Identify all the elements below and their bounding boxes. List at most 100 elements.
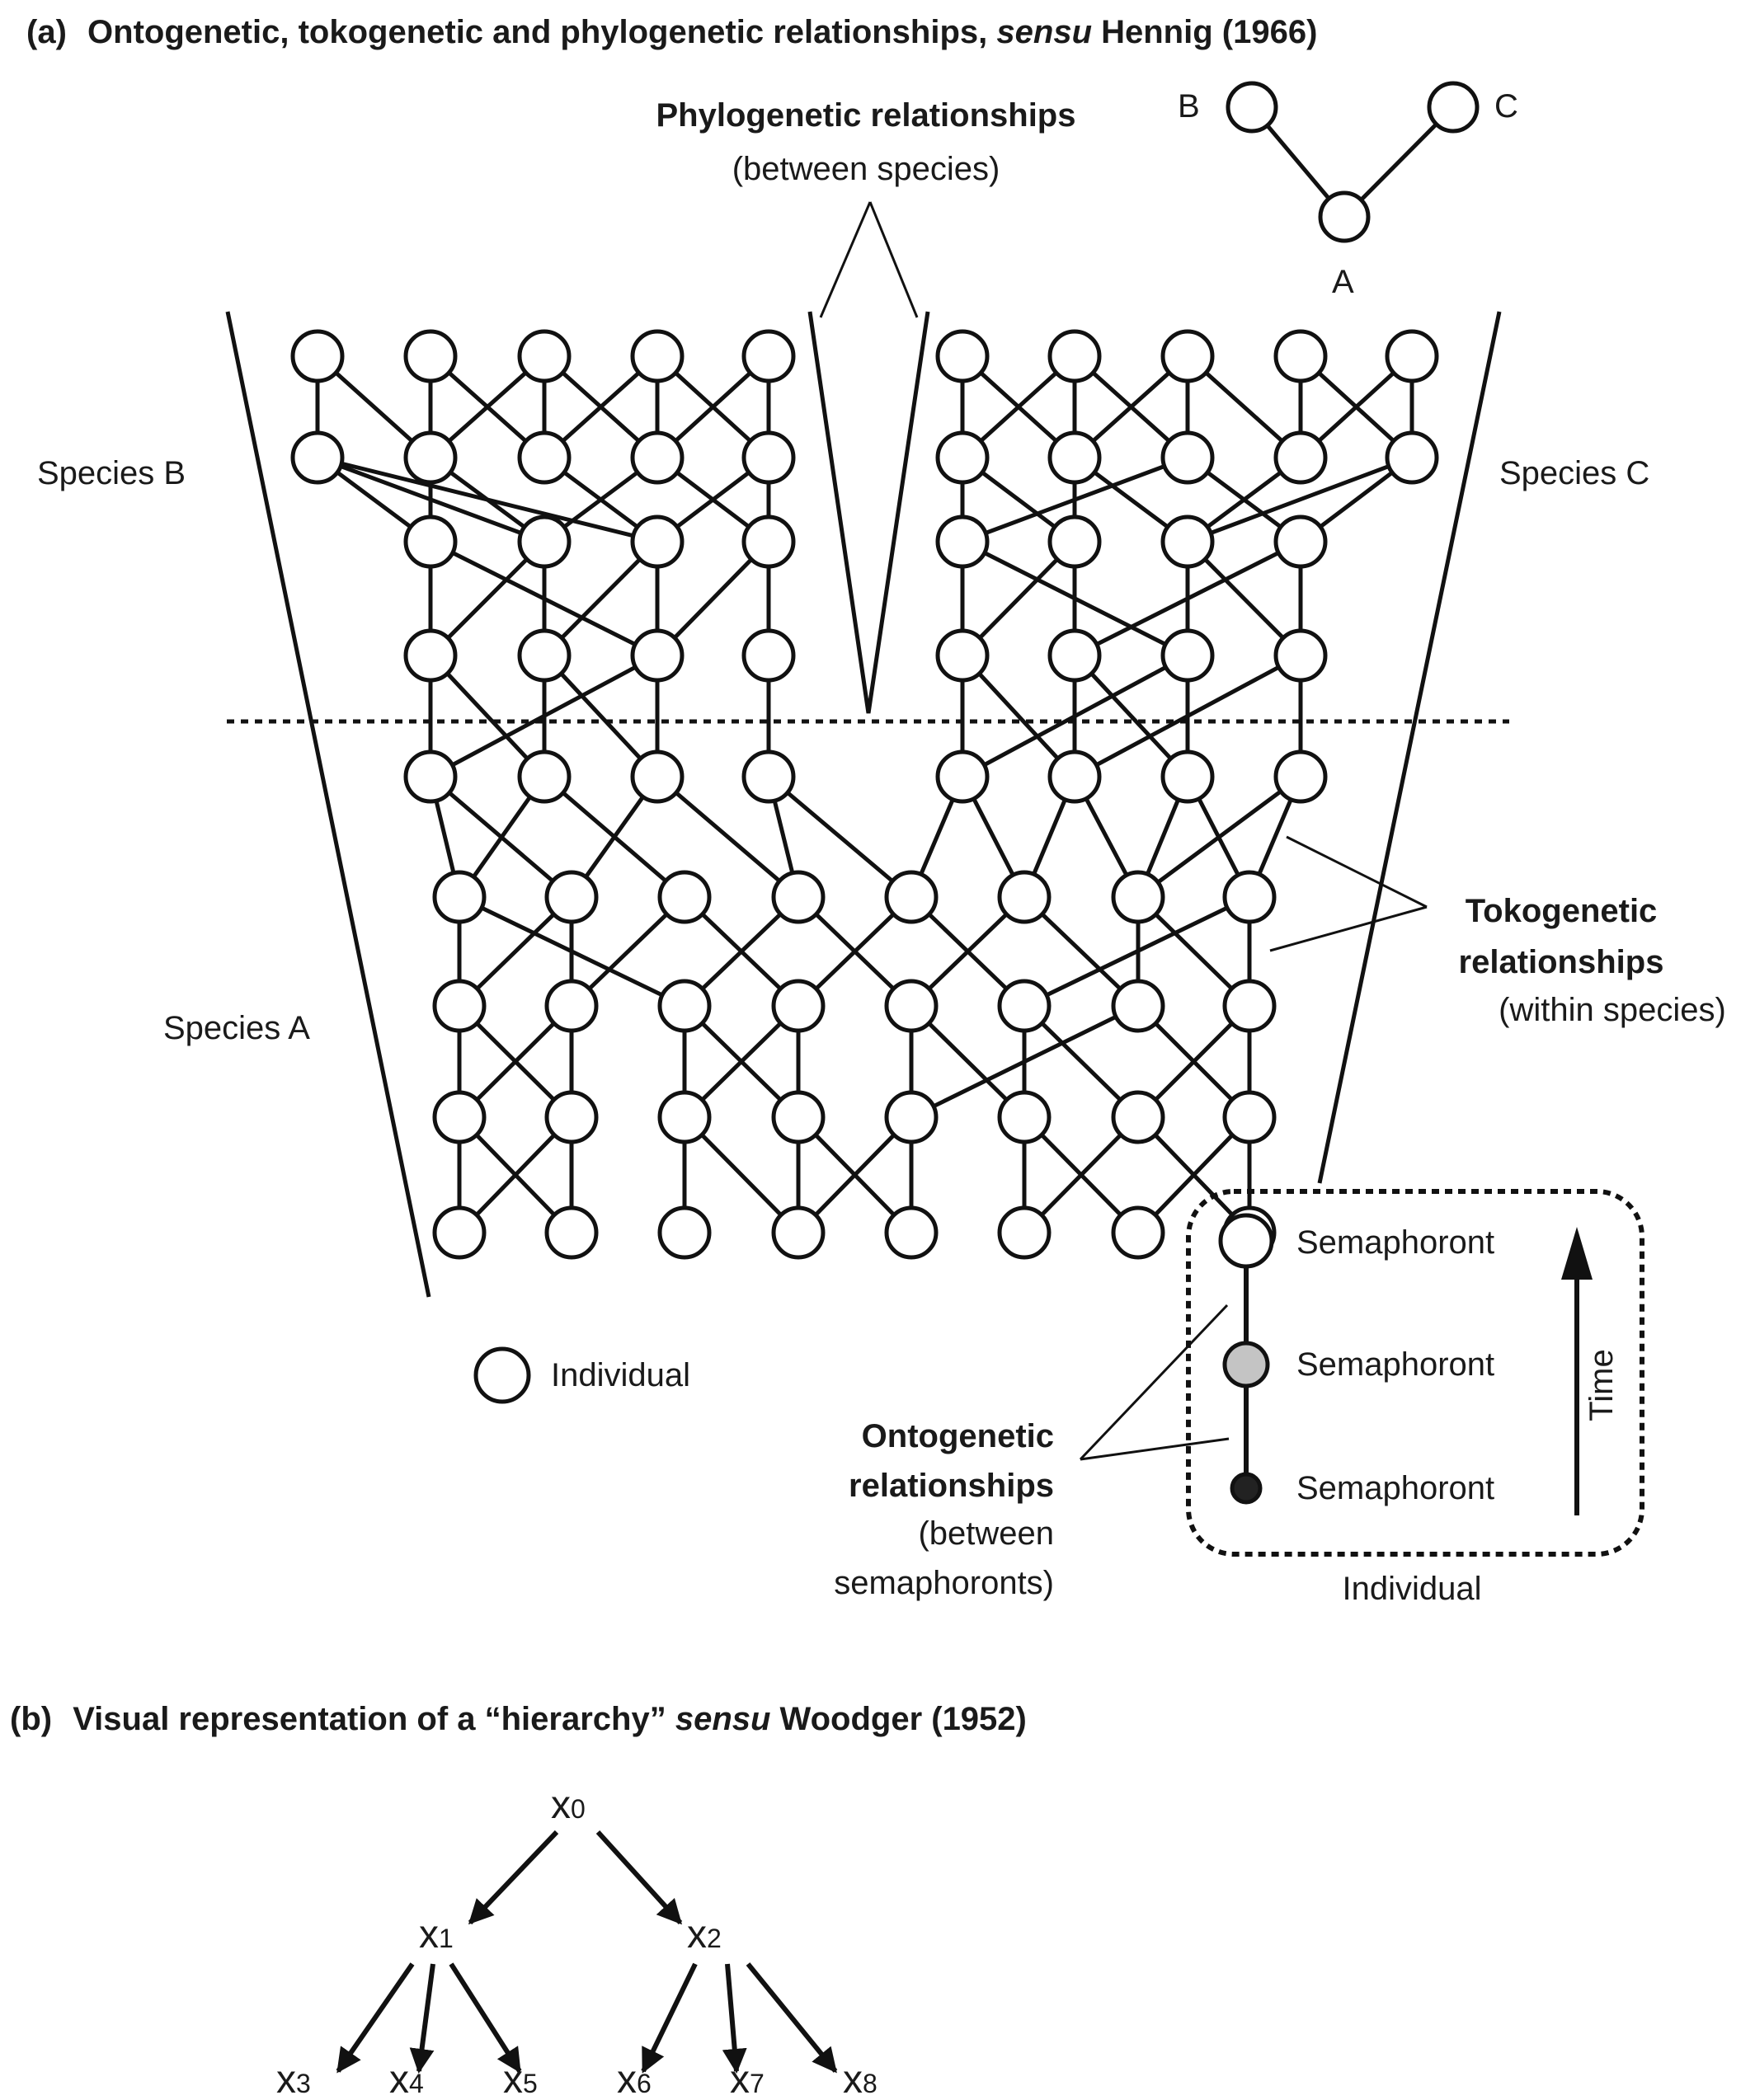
individual-node	[935, 430, 990, 485]
individual-node	[1111, 979, 1165, 1033]
individual-node	[403, 430, 458, 485]
phylo-label: Phylogenetic relationships	[656, 97, 1075, 134]
individual-node	[741, 749, 796, 804]
individual-node	[741, 430, 796, 485]
mini-node-c	[1427, 81, 1480, 134]
tokogenetic-link	[797, 1116, 913, 1234]
individual-node	[1222, 870, 1277, 924]
individual-node	[432, 979, 487, 1033]
tokogenetic-link	[543, 654, 659, 778]
individual-node	[290, 329, 345, 383]
individual-node	[517, 628, 572, 683]
tokogenetic-link	[429, 540, 546, 657]
semaphoront-old	[1230, 1472, 1263, 1505]
individual-node	[935, 628, 990, 683]
individual-node	[1222, 979, 1277, 1033]
individual-node	[1047, 514, 1102, 569]
tokogenetic-link	[962, 455, 1188, 544]
panel-a-title-italic: sensu	[996, 14, 1092, 50]
tokogenetic-link	[458, 1116, 573, 1234]
tokogenetic-link	[1023, 1116, 1140, 1234]
tokogenetic-link	[1073, 539, 1302, 658]
individual-node	[544, 1090, 599, 1144]
individual-node	[935, 329, 990, 383]
individual-node	[771, 1205, 826, 1260]
semaphoront-young	[1218, 1213, 1274, 1269]
individual-node	[630, 430, 685, 485]
time-arrow-head	[1561, 1227, 1593, 1280]
tokogenetic-link	[910, 1003, 1140, 1120]
tokogenetic-network	[290, 329, 1439, 1260]
individual-node	[630, 514, 685, 569]
toko-pointers	[1269, 835, 1428, 952]
individual-node	[432, 1090, 487, 1144]
individual-node	[771, 1090, 826, 1144]
individual-node	[1111, 870, 1165, 924]
onto-sub-line1: (between	[918, 1515, 1054, 1552]
individual-node	[1047, 749, 1102, 804]
tokogenetic-link	[1073, 653, 1302, 779]
individual-node	[997, 979, 1052, 1033]
species-boundaries	[225, 201, 1502, 1298]
tokogenetic-link	[429, 653, 659, 779]
individual-node	[1273, 628, 1328, 683]
individual-node	[517, 430, 572, 485]
panel-a-title-end: Hennig (1966)	[1092, 14, 1317, 50]
toko-label-line1: Tokogenetic	[1466, 893, 1658, 929]
individual-node	[1385, 329, 1439, 383]
individual-node	[771, 870, 826, 924]
individual-node	[290, 430, 345, 485]
mini-tree	[1226, 81, 1480, 243]
node-x3: x3	[276, 2058, 311, 2100]
tokogenetic-link	[429, 654, 546, 778]
tokogenetic-link	[656, 775, 800, 899]
individual-box	[1186, 1189, 1644, 1557]
tokogenetic-link	[1136, 774, 1302, 900]
individual-node	[884, 870, 939, 924]
toko-sub: (within species)	[1499, 992, 1726, 1028]
panel-b-title-end: Woodger (1952)	[770, 1701, 1026, 1737]
node-x6: x6	[617, 2058, 652, 2100]
node-x5: x5	[503, 2058, 538, 2100]
semaphoront-label-1: Semaphoront	[1296, 1224, 1494, 1261]
individual-node	[517, 329, 572, 383]
node-x1: x1	[419, 1913, 454, 1957]
tokogenetic-link	[767, 775, 913, 899]
individual-node	[432, 1205, 487, 1260]
phylo-sub: (between species)	[732, 151, 1000, 187]
mini-label-c: C	[1494, 88, 1518, 124]
individual-node	[630, 329, 685, 383]
semaphoront-mid	[1222, 1341, 1270, 1388]
individual-node	[1111, 1090, 1165, 1144]
panel-b-title: (b) Visual representation of a “hierarch…	[10, 1701, 1027, 1737]
individual-node	[884, 1090, 939, 1144]
onto-label-line1: Ontogenetic	[862, 1418, 1054, 1454]
individual-node	[1047, 329, 1102, 383]
node-x0: x0	[551, 1783, 586, 1827]
tokogenetic-link	[1187, 455, 1413, 544]
individual-node	[657, 1090, 712, 1144]
individual-node	[741, 628, 796, 683]
legend-individual-icon	[473, 1346, 531, 1404]
individual-node	[1160, 329, 1215, 383]
individual-node	[630, 749, 685, 804]
hierarchy-edges	[336, 1830, 838, 2074]
individual-node	[657, 979, 712, 1033]
individual-node	[1273, 749, 1328, 804]
individual-node	[1160, 749, 1215, 804]
individual-node	[1047, 430, 1102, 485]
panel-b-label: (b)	[10, 1701, 52, 1737]
species-c-label: Species C	[1499, 455, 1649, 491]
individual-node	[741, 514, 796, 569]
individual-node	[1273, 329, 1328, 383]
hierarchy-nodes: x0 x1 x2 x3 x4 x5 x6 x7 x8	[276, 1783, 878, 2100]
individual-node	[544, 1205, 599, 1260]
individual-node	[403, 749, 458, 804]
individual-node	[657, 870, 712, 924]
individual-node	[1273, 514, 1328, 569]
individual-node	[657, 1205, 712, 1260]
tokogenetic-link	[961, 653, 1189, 779]
mini-node-a	[1318, 190, 1371, 243]
individual-node	[403, 514, 458, 569]
